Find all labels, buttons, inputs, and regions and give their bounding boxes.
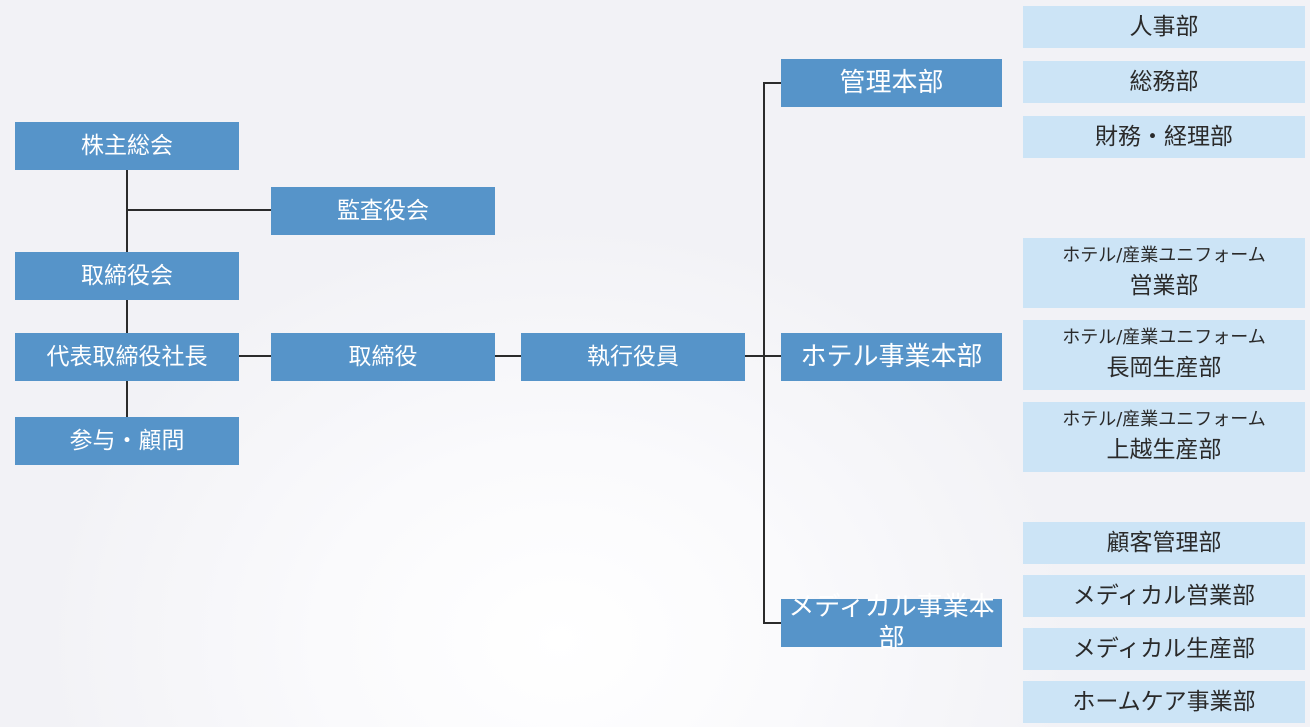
- medical-department-box: メディカル営業部: [1023, 575, 1305, 617]
- connector-line: [239, 355, 271, 357]
- department-label: ホームケア事業部: [1072, 688, 1256, 715]
- admin-department-box: 総務部: [1023, 61, 1305, 103]
- connector-line: [763, 355, 781, 357]
- advisors-label: 参与・顧問: [69, 427, 185, 454]
- hotel-hq-box: ホテル事業本部: [781, 333, 1002, 381]
- hotel-department-box: ホテル/産業ユニフォーム 上越生産部: [1023, 402, 1305, 472]
- executive-officers-box: 執行役員: [521, 333, 745, 381]
- board-of-directors-box: 取締役会: [15, 252, 239, 300]
- president-label: 代表取締役社長: [46, 343, 208, 370]
- hotel-department-box: ホテル/産業ユニフォーム 営業部: [1023, 238, 1305, 308]
- medical-hq-label: メディカル事業本部: [788, 591, 995, 655]
- president-box: 代表取締役社長: [15, 333, 239, 381]
- board-of-directors-label: 取締役会: [81, 262, 173, 289]
- connector-line: [763, 82, 765, 624]
- department-label-line2: 長岡生産部: [1106, 354, 1222, 381]
- admin-department-box: 財務・経理部: [1023, 116, 1305, 158]
- medical-department-box: ホームケア事業部: [1023, 681, 1305, 723]
- medical-department-box: 顧客管理部: [1023, 522, 1305, 564]
- hotel-hq-label: ホテル事業本部: [800, 341, 983, 372]
- admin-department-box: 人事部: [1023, 6, 1305, 48]
- medical-department-box: メディカル生産部: [1023, 628, 1305, 670]
- executive-officers-label: 執行役員: [587, 343, 679, 370]
- shareholders-meeting-label: 株主総会: [81, 132, 173, 159]
- department-label: メディカル生産部: [1072, 635, 1256, 662]
- department-label-line2: 営業部: [1129, 272, 1199, 299]
- department-label-line2: 上越生産部: [1106, 436, 1222, 463]
- department-label: 総務部: [1129, 68, 1199, 95]
- department-label: メディカル営業部: [1072, 582, 1256, 609]
- connector-line: [763, 82, 781, 84]
- medical-hq-box: メディカル事業本部: [781, 592, 1002, 654]
- connector-line: [126, 300, 128, 333]
- hotel-department-box: ホテル/産業ユニフォーム 長岡生産部: [1023, 320, 1305, 390]
- advisors-box: 参与・顧問: [15, 417, 239, 465]
- department-label: 財務・経理部: [1095, 123, 1233, 150]
- department-label-line1: ホテル/産業ユニフォーム: [1062, 327, 1266, 349]
- admin-hq-label: 管理本部: [839, 67, 944, 98]
- directors-label: 取締役: [348, 343, 418, 370]
- connector-line: [126, 381, 128, 417]
- connector-line: [763, 622, 781, 624]
- connector-line: [745, 355, 763, 357]
- department-label-line1: ホテル/産業ユニフォーム: [1062, 409, 1266, 431]
- auditors-box: 監査役会: [271, 187, 495, 235]
- shareholders-meeting-box: 株主総会: [15, 122, 239, 170]
- connector-line: [126, 209, 271, 211]
- admin-hq-box: 管理本部: [781, 59, 1002, 107]
- department-label-line1: ホテル/産業ユニフォーム: [1062, 245, 1266, 267]
- connector-line: [126, 170, 128, 252]
- department-label: 顧客管理部: [1106, 529, 1222, 556]
- department-label: 人事部: [1129, 13, 1199, 40]
- connector-line: [495, 355, 521, 357]
- auditors-label: 監査役会: [337, 197, 429, 224]
- directors-box: 取締役: [271, 333, 495, 381]
